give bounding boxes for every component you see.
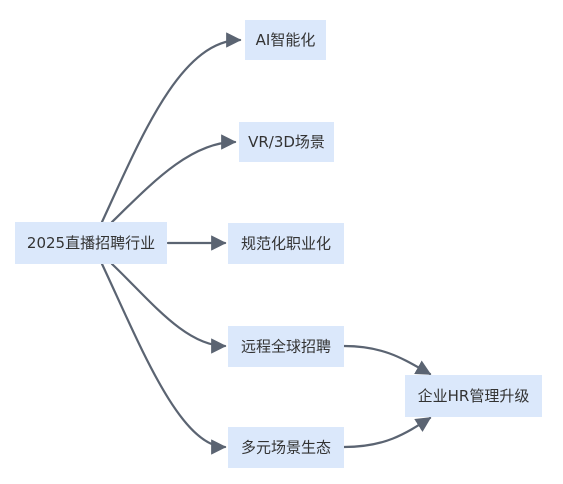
- node-multi: 多元场景生态: [228, 427, 344, 468]
- node-vr-label: VR/3D场景: [248, 133, 325, 151]
- node-norm-label: 规范化职业化: [241, 235, 331, 253]
- node-ai-label: AI智能化: [256, 31, 316, 49]
- node-hr-label: 企业HR管理升级: [418, 387, 530, 405]
- node-hr: 企业HR管理升级: [405, 375, 542, 417]
- edge-root-to-multi: [100, 262, 227, 455]
- edge-root-to-ai: [100, 32, 242, 224]
- node-vr: VR/3D场景: [239, 122, 334, 162]
- node-norm: 规范化职业化: [228, 223, 344, 264]
- node-remote-label: 远程全球招聘: [241, 338, 331, 356]
- edge-root-to-remote: [110, 262, 227, 354]
- node-multi-label: 多元场景生态: [241, 439, 331, 457]
- edge-multi-to-hr: [342, 416, 432, 449]
- node-ai: AI智能化: [245, 20, 326, 60]
- node-remote: 远程全球招聘: [228, 326, 344, 367]
- node-root: 2025直播招聘行业: [15, 222, 167, 264]
- edge-root-to-vr: [110, 134, 237, 224]
- edge-remote-to-hr: [342, 344, 432, 376]
- node-root-label: 2025直播招聘行业: [27, 234, 155, 252]
